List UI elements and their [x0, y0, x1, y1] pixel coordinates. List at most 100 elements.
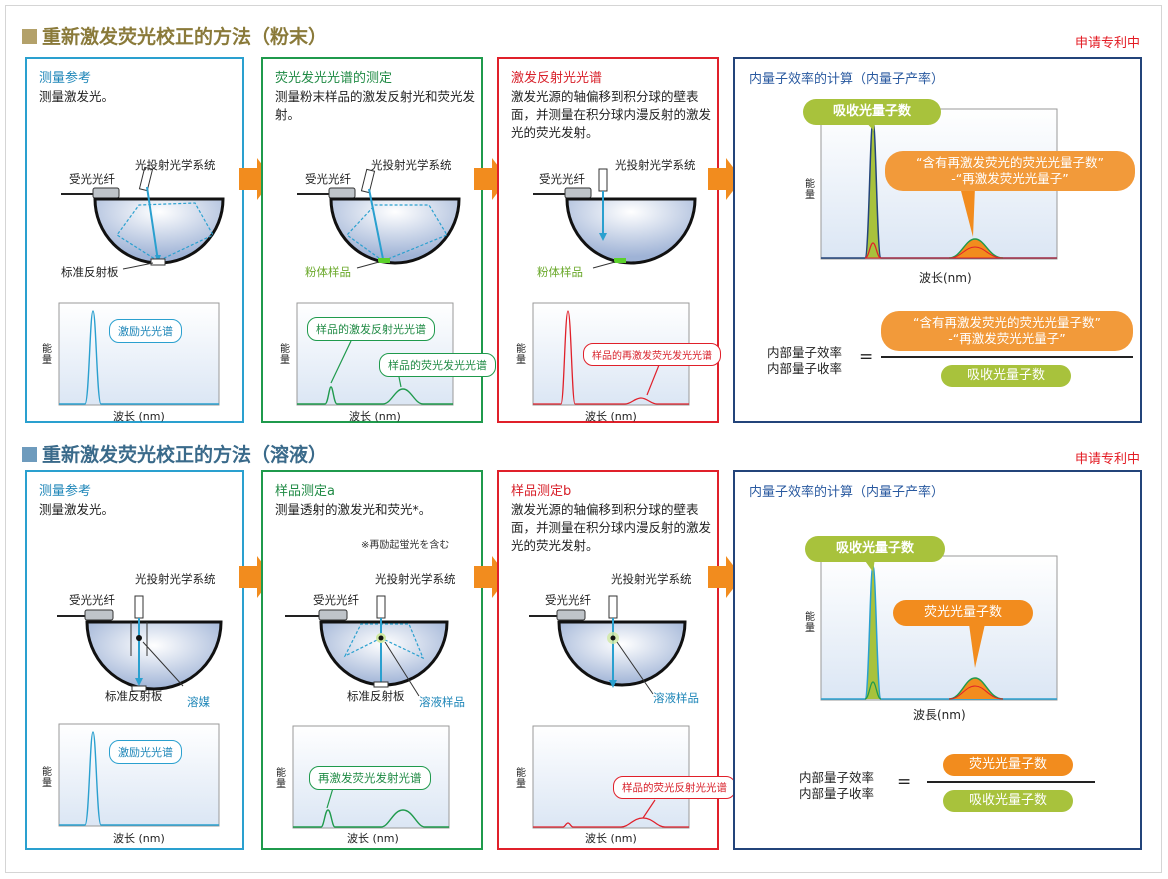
fiber-label: 受光光纤: [539, 172, 585, 186]
standard-plate-label: 标准反射板: [347, 689, 405, 703]
equation-denominator-pill: 吸收光量子数: [941, 365, 1071, 387]
absorbed-photons-pill: 吸收光量子数: [805, 536, 945, 562]
fraction-bar: [927, 781, 1095, 783]
panel-description: 测量透射的激发光和荧光*。: [275, 502, 432, 517]
excitation-spectrum-callout: 激励光光谱: [109, 740, 182, 764]
callout-pointer: [642, 799, 656, 819]
equation-lhs: 内部量子效率 内部量子收率: [767, 345, 842, 377]
y-axis-label: 能量: [805, 612, 815, 634]
panel-description: 激发光源的轴偏移到积分球的壁表面，并测量在积分球内漫反射的激发光的荧光发射。: [511, 502, 712, 553]
y-axis-label: 能量: [42, 767, 52, 789]
numerator-line-2: -“再激发荧光光量子”: [948, 331, 1066, 346]
square-bullet-icon: [22, 29, 37, 44]
panel-solution-measure-b: 样品测定b 激发光源的轴偏移到积分球的壁表面，并测量在积分球内漫反射的激发光的荧…: [497, 470, 736, 850]
fluorescence-photons-pill: 荧光光量子数: [893, 600, 1033, 626]
x-axis-label: 波长 (nm): [113, 832, 165, 845]
sample-fluorescence-callout: 样品的荧光发光光谱: [379, 353, 496, 377]
callout-pointer: [863, 558, 985, 668]
fiber-label: 受光光纤: [69, 172, 115, 186]
panel-description: 激发光源的轴偏移到积分球的壁表面，并测量在积分球内漫反射的激发光的荧光发射。: [511, 89, 712, 140]
solution-sample-label: 溶液样品: [419, 695, 465, 709]
panel-description: 测量激发光。: [39, 502, 115, 517]
reference-spectrum-plot: [58, 302, 220, 406]
x-axis-label: 波长 (nm): [349, 410, 401, 423]
integrating-sphere-diagram: [57, 595, 223, 692]
callout-pointer: [646, 364, 660, 396]
section1-patent-note: 申请专利中: [1074, 36, 1140, 51]
y-axis-label: 能量: [516, 344, 526, 366]
pill-line-2: -“再激发荧光光量子”: [951, 171, 1069, 186]
panel-title: 测量参考: [39, 484, 92, 499]
panel-title: 激发反射光光谱: [511, 71, 603, 86]
panel-description: 测量粉末样品的激发反射光和荧光发射。: [275, 89, 476, 122]
section2-title: 重新激发荧光校正的方法（溶液）: [22, 440, 327, 467]
callout-pointer: [330, 340, 402, 388]
solvent-label: 溶媒: [187, 695, 210, 709]
panel-powder-fluorescence: 荧光发光光谱的测定 测量粉末样品的激发反射光和荧光发射。 受光光纤 光投射光学系…: [261, 57, 496, 423]
equals-sign: =: [859, 347, 874, 367]
callout-pointer: [326, 787, 334, 809]
panel-solution-measure-a: 样品测定a 测量透射的激发光和荧光*。 ※再励起蛍光を含む 受光光纤 光投射光学…: [261, 470, 483, 850]
equation-numerator-pill: “含有再激发荧光的荧光光量子数” -“再激发荧光光量子”: [881, 311, 1133, 351]
optics-label: 光投射光学系统: [375, 572, 456, 586]
square-bullet-icon: [22, 447, 37, 462]
reexcitation-callout: 样品的再激发荧光发光光谱: [583, 343, 721, 366]
x-axis-label: 波长 (nm): [585, 410, 637, 423]
x-axis-label: 波长(nm): [919, 271, 972, 285]
x-axis-label: 波长 (nm): [113, 410, 165, 423]
fraction-bar: [881, 356, 1133, 358]
y-axis-label: 能量: [805, 179, 815, 201]
equation-lhs: 内部量子效率 内部量子收率: [799, 770, 874, 802]
powder-sample-label: 粉体样品: [305, 265, 351, 279]
optics-label: 光投射光学系统: [611, 572, 692, 586]
panel-powder-indirect: 激发反射光光谱 激发光源的轴偏移到积分球的壁表面，并测量在积分球内漫反射的激发光…: [497, 57, 721, 423]
panel-solution-reference: 测量参考 测量激发光。 受光光纤 光投射光学系统 标准反射板 溶媒 激励光光谱 …: [25, 470, 244, 850]
panel-solution-calculation: 内量子效率的计算（内量子产率） 吸收光量子数 荧光光量子数 能量 波長(nm) …: [733, 470, 1142, 850]
panel-title: 样品测定b: [511, 484, 572, 499]
numerator-line-1: “含有再激发荧光的荧光光量子数”: [913, 315, 1101, 330]
panel-title: 测量参考: [39, 71, 92, 86]
footnote: ※再励起蛍光を含む: [361, 540, 450, 551]
section1-title: 重新激发荧光校正的方法（粉末）: [22, 22, 327, 49]
y-axis-label: 能量: [516, 768, 526, 790]
y-axis-label: 能量: [280, 344, 290, 366]
optics-label: 光投射光学系统: [135, 572, 216, 586]
x-axis-label: 波长 (nm): [585, 832, 637, 845]
x-axis-label: 波長(nm): [913, 708, 966, 722]
integrating-sphere-diagram: [529, 595, 687, 695]
fiber-label: 受光光纤: [305, 172, 351, 186]
standard-plate-label: 标准反射板: [105, 689, 163, 703]
panel-powder-calculation: 内量子效率的计算（内量子产率） 吸收光量子数 “含有再激发荧光的荧光光量子数” …: [733, 57, 1142, 423]
y-axis-label: 能量: [42, 344, 52, 366]
equation-denominator-pill: 吸收光量子数: [943, 790, 1073, 812]
integrating-sphere-diagram: [297, 168, 461, 269]
reexcitation-emission-callout: 再激发荧光发射光谱: [309, 766, 431, 790]
equation-numerator-pill: 荧光光量子数: [943, 754, 1073, 776]
pill-line-1: “含有再激发荧光的荧光光量子数”: [916, 155, 1104, 170]
integrating-sphere-diagram: [533, 168, 697, 269]
optics-label: 光投射光学系统: [371, 158, 452, 172]
x-axis-label: 波长 (nm): [347, 832, 399, 845]
integrating-sphere-diagram: [61, 166, 225, 270]
panel-title: 荧光发光光谱的测定: [275, 71, 393, 86]
fiber-label: 受光光纤: [313, 593, 359, 607]
equation-label-2: 内部量子收率: [799, 786, 875, 801]
excitation-spectrum-callout: 激励光光谱: [109, 319, 182, 343]
integrating-sphere-diagram: [285, 595, 449, 697]
section1-title-text: 重新激发荧光校正的方法（粉末）: [42, 26, 328, 48]
panel-powder-reference: 测量参考 测量激发光。 受光光纤 光投射光学系统 标准反射板 激励光光谱 能量 …: [25, 57, 244, 423]
panel-title: 内量子效率的计算（内量子产率）: [749, 485, 945, 500]
y-axis-label: 能量: [276, 768, 286, 790]
powder-sample-label: 粉体样品: [537, 265, 583, 279]
standard-plate-label: 标准反射板: [61, 265, 119, 279]
equation-label-1: 内部量子效率: [799, 770, 875, 785]
absorbed-photons-pill: 吸收光量子数: [803, 99, 941, 125]
equals-sign: =: [897, 772, 912, 792]
equation-label-2: 内部量子收率: [767, 361, 843, 376]
section2-title-text: 重新激发荧光校正的方法（溶液）: [42, 444, 328, 466]
solution-sample-label: 溶液样品: [653, 691, 699, 705]
fiber-label: 受光光纤: [545, 593, 591, 607]
panel-description: 测量激发光。: [39, 89, 115, 104]
fiber-label: 受光光纤: [69, 593, 115, 607]
equation-label-1: 内部量子效率: [767, 345, 843, 360]
